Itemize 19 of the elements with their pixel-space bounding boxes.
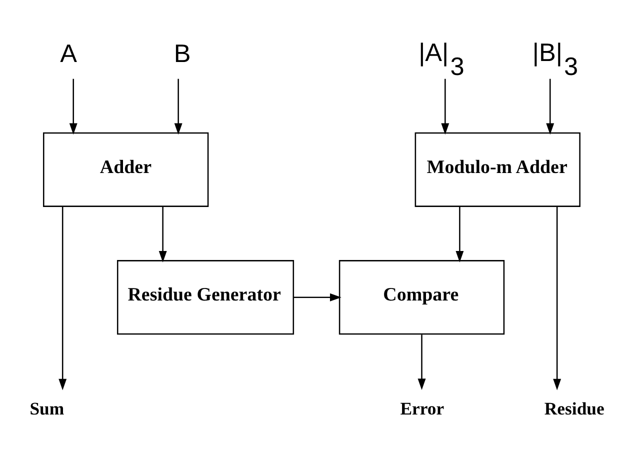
- node-text: Error: [400, 398, 444, 419]
- node-box: Modulo-m Adder: [414, 132, 580, 207]
- node-text: Residue: [544, 398, 604, 419]
- arrow: [441, 78, 450, 135]
- node-box: Residue Generator: [116, 260, 294, 335]
- arrow: [158, 206, 167, 262]
- arrow: [456, 206, 464, 262]
- node-text: A: [60, 40, 77, 68]
- arrow: [174, 78, 182, 135]
- arrow: [69, 78, 78, 135]
- node-box: Compare: [338, 260, 505, 335]
- arrow: [58, 206, 67, 390]
- arrow: [293, 293, 342, 302]
- node-box: Adder: [43, 132, 209, 207]
- node-text: Sum: [30, 398, 64, 419]
- arrow: [553, 206, 562, 390]
- arrow: [546, 78, 554, 135]
- arrow: [418, 334, 426, 390]
- node-text: B: [174, 40, 191, 68]
